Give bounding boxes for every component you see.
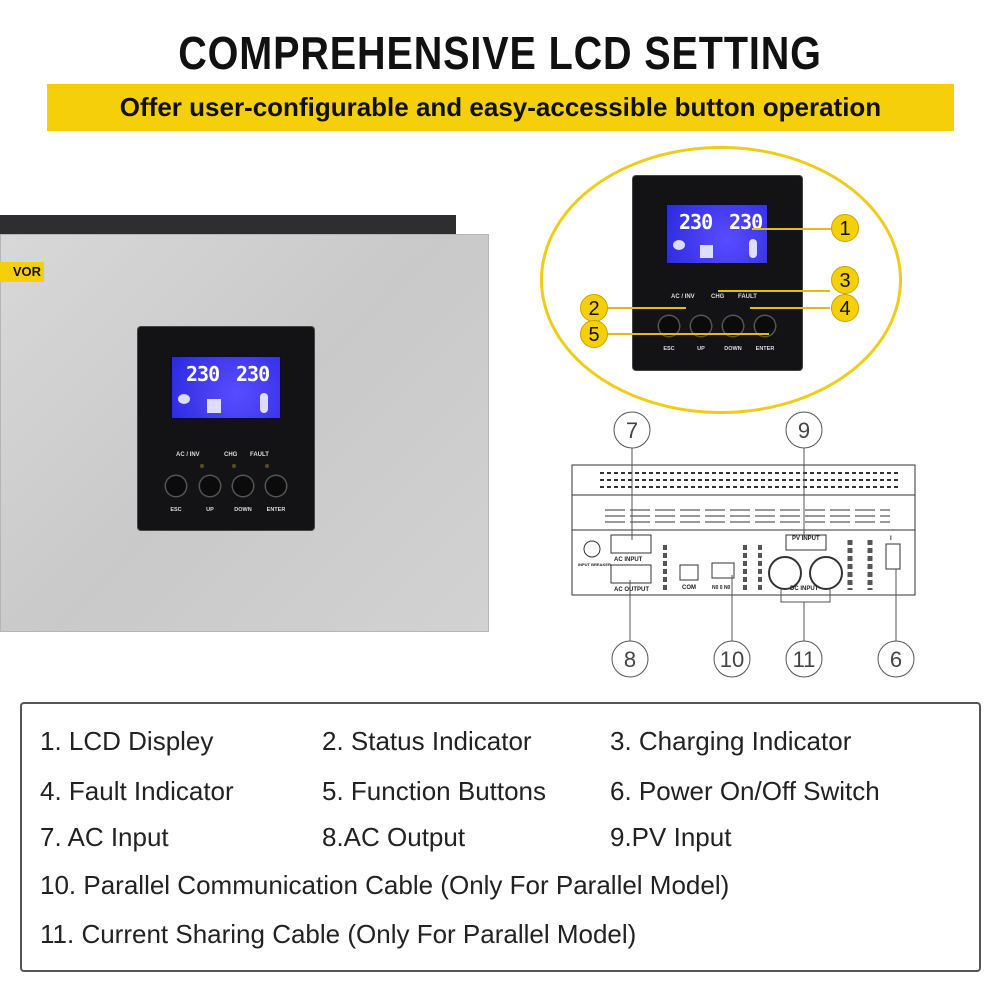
battery-icon — [700, 245, 713, 258]
legend-item: 10. Parallel Communication Cable (Only F… — [40, 870, 730, 900]
callout-9: 9 — [798, 418, 810, 443]
callout-8: 8 — [624, 647, 636, 672]
legend-item: 11. Current Sharing Cable (Only For Para… — [40, 919, 637, 949]
dc-input-negative — [809, 556, 843, 590]
dip-label: N0 0 N0 — [712, 585, 731, 591]
esc-button[interactable] — [659, 316, 679, 336]
ac-output-label: AC OUTPUT — [614, 587, 649, 593]
com-port — [679, 564, 699, 581]
dc-input-label: DC INPUT — [790, 586, 819, 592]
down-button[interactable] — [233, 476, 253, 496]
callout-11-circle — [785, 640, 823, 678]
enter-button[interactable] — [755, 316, 775, 336]
up-label: UP — [206, 507, 214, 513]
callout-7-circle — [613, 411, 651, 449]
com-label: COM — [682, 585, 696, 591]
callout-7: 7 — [626, 418, 638, 443]
up-label: UP — [697, 346, 705, 352]
status-indicator-label: AC / INV — [671, 294, 695, 300]
up-button[interactable] — [200, 476, 220, 496]
charging-indicator-label: CHG — [224, 452, 238, 458]
ac-output-port — [610, 564, 652, 584]
down-label: DOWN — [234, 507, 252, 513]
input-breaker — [583, 540, 601, 558]
fault-indicator-label: FAULT — [738, 294, 757, 300]
lcd-input-value: 230 — [679, 209, 713, 234]
callout-line-2 — [604, 307, 686, 309]
status-led — [200, 464, 204, 468]
callout-4: 4 — [831, 294, 859, 322]
callout-9-circle — [785, 411, 823, 449]
enter-button[interactable] — [266, 476, 286, 496]
zoom-highlight-ellipse — [540, 146, 902, 414]
legend-item: 3. Charging Indicator — [610, 726, 852, 756]
ac-source-icon — [178, 394, 190, 404]
charging-indicator-label: CHG — [711, 294, 725, 300]
lcd-display: 230 230 — [171, 356, 281, 419]
callout-2: 2 — [580, 294, 608, 322]
esc-button[interactable] — [166, 476, 186, 496]
ac-source-icon — [673, 240, 685, 250]
dc-input-positive — [768, 556, 802, 590]
page-title: COMPREHENSIVE LCD SETTING — [178, 27, 822, 79]
load-icon — [260, 393, 268, 413]
charging-led — [232, 464, 236, 468]
rear-panel-body — [571, 494, 916, 596]
enter-label: ENTER — [266, 507, 286, 513]
legend-item: 8.AC Output — [322, 822, 466, 852]
up-button[interactable] — [691, 316, 711, 336]
legend-item: 6. Power On/Off Switch — [610, 776, 880, 806]
brand-logo: VOR — [0, 262, 44, 282]
callout-5: 5 — [580, 320, 608, 348]
legend-item: 5. Function Buttons — [322, 776, 547, 806]
lcd-output-value: 230 — [236, 361, 270, 386]
callout-10: 10 — [720, 647, 744, 672]
callout-3: 3 — [831, 266, 859, 294]
callout-line-4 — [750, 307, 830, 309]
control-panel: 230 230 AC / INV CHG FAULT ESC UP DOWN E… — [138, 327, 314, 530]
rear-panel-diagram: 7 9 8 10 11 6 AC INPUT AC OUTPUT INPUT B… — [571, 411, 916, 678]
switch-on-label: I — [890, 536, 892, 542]
power-switch[interactable] — [885, 543, 901, 570]
ac-input-label: AC INPUT — [614, 557, 643, 563]
esc-label: ESC — [170, 507, 182, 513]
callout-line-3 — [718, 290, 830, 292]
lcd-output-value: 230 — [729, 209, 763, 234]
lcd-display-closeup: 230 230 — [666, 204, 768, 264]
down-label: DOWN — [724, 346, 742, 352]
callout-11: 11 — [793, 647, 816, 672]
callout-6-circle — [877, 640, 915, 678]
status-indicator-label: AC / INV — [176, 452, 200, 458]
callout-line-5 — [604, 333, 769, 335]
fault-indicator-label: FAULT — [250, 452, 269, 458]
mounting-bracket — [0, 215, 456, 237]
legend-box: 1. LCD Displey 2. Status Indicator 3. Ch… — [20, 702, 981, 972]
control-panel-closeup: 230 230 AC / INV CHG FAULT ESC UP DOWN E… — [633, 176, 802, 370]
legend-item: 2. Status Indicator — [322, 726, 532, 756]
legend-item: 1. LCD Displey — [40, 726, 214, 756]
fault-led — [265, 464, 269, 468]
enter-label: ENTER — [755, 346, 775, 352]
legend-item: 4. Fault Indicator — [40, 776, 234, 806]
load-icon — [749, 239, 757, 258]
esc-label: ESC — [663, 346, 675, 352]
pv-input-port — [785, 534, 827, 551]
callout-6: 6 — [890, 647, 902, 672]
breaker-label: INPUT BREAKER — [578, 562, 611, 567]
legend-item: 9.PV Input — [610, 822, 732, 852]
ac-input-port — [610, 534, 652, 554]
callout-8-circle — [611, 640, 649, 678]
lcd-input-value: 230 — [186, 361, 220, 386]
legend-item: 7. AC Input — [40, 822, 169, 852]
pv-input-label: PV INPUT — [792, 536, 820, 542]
callout-10-circle — [713, 640, 751, 678]
subtitle-banner: Offer user-configurable and easy-accessi… — [47, 84, 954, 131]
down-button[interactable] — [723, 316, 743, 336]
callout-1: 1 — [831, 214, 859, 242]
battery-icon — [207, 399, 221, 413]
callout-line-1 — [752, 228, 832, 230]
parallel-dip-port — [711, 562, 735, 579]
